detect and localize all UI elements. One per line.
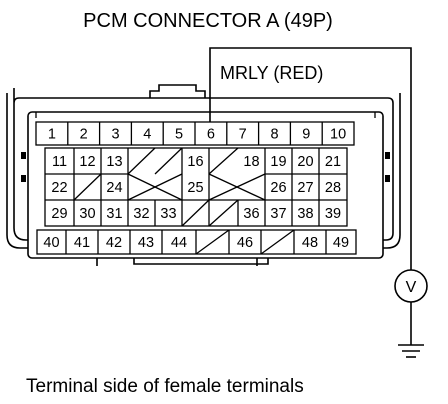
terminal-1: 1 bbox=[48, 127, 56, 143]
terminal-28: 28 bbox=[325, 180, 341, 196]
terminal-36: 36 bbox=[243, 206, 259, 222]
terminal-3: 3 bbox=[111, 127, 119, 143]
terminal-12: 12 bbox=[79, 154, 95, 170]
terminal-24: 24 bbox=[106, 180, 122, 196]
diagram-title: PCM CONNECTOR A (49P) bbox=[83, 10, 333, 32]
terminal-7: 7 bbox=[239, 127, 247, 143]
terminal-41: 41 bbox=[74, 235, 90, 251]
terminal-19: 19 bbox=[270, 154, 286, 170]
terminal-31: 31 bbox=[106, 206, 122, 222]
terminal-4: 4 bbox=[143, 127, 151, 143]
terminal-39: 39 bbox=[325, 206, 341, 222]
terminal-38: 38 bbox=[297, 206, 313, 222]
terminal-46: 46 bbox=[237, 235, 253, 251]
terminal-40: 40 bbox=[43, 235, 59, 251]
terminal-30: 30 bbox=[79, 206, 95, 222]
terminal-5: 5 bbox=[175, 127, 183, 143]
terminal-26: 26 bbox=[270, 180, 286, 196]
terminal-10: 10 bbox=[330, 127, 346, 143]
terminal-32: 32 bbox=[133, 206, 149, 222]
terminal-37: 37 bbox=[270, 206, 286, 222]
terminal-48: 48 bbox=[302, 235, 318, 251]
terminal-20: 20 bbox=[297, 154, 313, 170]
terminal-18: 18 bbox=[243, 154, 259, 170]
terminal-2: 2 bbox=[80, 127, 88, 143]
terminal-8: 8 bbox=[270, 127, 278, 143]
wire-label: MRLY (RED) bbox=[220, 63, 323, 83]
terminal-6: 6 bbox=[207, 127, 215, 143]
terminal-22: 22 bbox=[51, 180, 67, 196]
terminal-33: 33 bbox=[160, 206, 176, 222]
voltmeter-symbol: V bbox=[394, 269, 428, 303]
terminal-9: 9 bbox=[302, 127, 310, 143]
probe-wire bbox=[209, 47, 412, 345]
voltmeter-label: V bbox=[406, 279, 417, 296]
terminal-42: 42 bbox=[106, 235, 122, 251]
terminal-16: 16 bbox=[187, 154, 203, 170]
terminal-11: 11 bbox=[52, 154, 67, 170]
terminal-43: 43 bbox=[138, 235, 154, 251]
terminal-13: 13 bbox=[106, 154, 122, 170]
terminal-25: 25 bbox=[187, 180, 203, 196]
terminal-27: 27 bbox=[297, 180, 313, 196]
terminal-21: 21 bbox=[325, 154, 341, 170]
connector-housing bbox=[6, 84, 401, 266]
terminal-44: 44 bbox=[171, 235, 187, 251]
terminal-29: 29 bbox=[51, 206, 67, 222]
ground-icon bbox=[398, 344, 424, 358]
terminal-49: 49 bbox=[333, 235, 349, 251]
